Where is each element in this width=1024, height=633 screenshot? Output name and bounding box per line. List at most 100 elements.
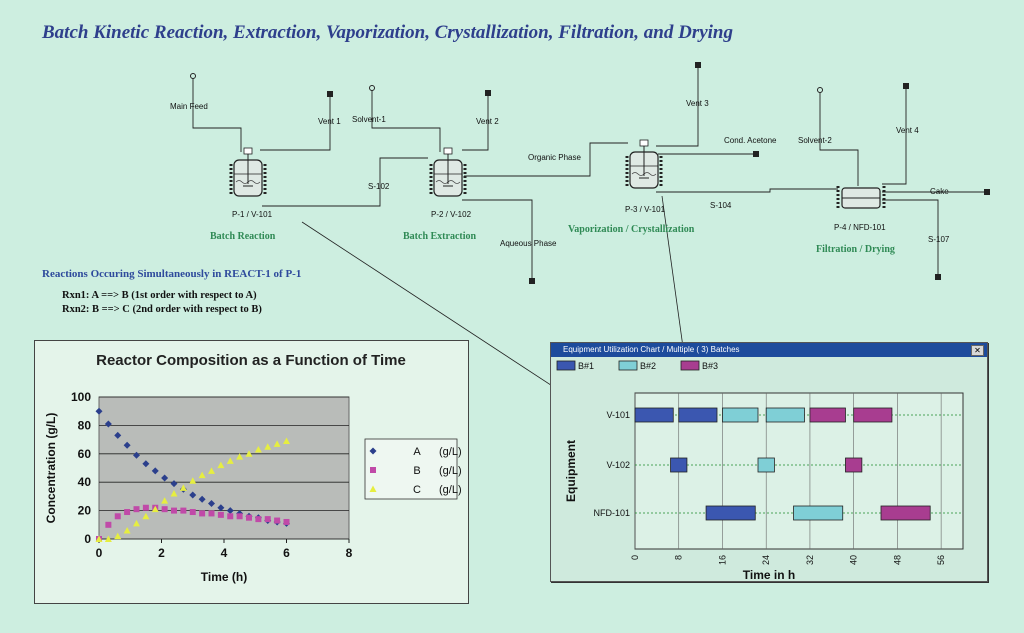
x-tick-label: 0 bbox=[96, 546, 103, 560]
legend-label-c: C bbox=[413, 484, 421, 496]
legend-marker-b bbox=[370, 467, 376, 473]
y-tick-label: 80 bbox=[78, 418, 92, 432]
data-point-a bbox=[95, 407, 103, 415]
stream-label-vent3: Vent 3 bbox=[686, 99, 709, 108]
composition-chart: Reactor Composition as a Function of Tim… bbox=[34, 340, 469, 604]
data-point-b bbox=[217, 511, 224, 518]
x-tick-label: 6 bbox=[283, 546, 290, 560]
gantt-legend-label-3: B#3 bbox=[702, 361, 718, 371]
gantt-x-tick-label: 40 bbox=[849, 555, 859, 565]
data-point-c bbox=[198, 471, 206, 479]
gantt-legend-swatch-2 bbox=[618, 360, 638, 371]
y-tick-label: 0 bbox=[84, 532, 91, 546]
unit-label-p1: P-1 / V-101 bbox=[232, 210, 273, 219]
data-point-b bbox=[208, 510, 215, 517]
section-filtration-drying: Filtration / Drying bbox=[816, 244, 895, 255]
data-point-c bbox=[273, 440, 281, 447]
stream-label-aqueous-phase: Aqueous Phase bbox=[500, 239, 557, 248]
data-point-a bbox=[217, 504, 225, 512]
data-point-b bbox=[161, 506, 168, 513]
gantt-row-label: V-101 bbox=[606, 410, 630, 420]
stream-label-s102: S-102 bbox=[368, 182, 390, 191]
stream-label-cond-acetone: Cond. Acetone bbox=[724, 136, 777, 145]
data-point-c bbox=[95, 535, 103, 542]
gantt-bar-b2 bbox=[765, 407, 805, 423]
data-point-c bbox=[151, 505, 159, 513]
equipment-utilization-window: Equipment Utilization Chart / Multiple (… bbox=[550, 342, 988, 582]
data-point-c bbox=[236, 453, 244, 460]
stream-label-vent2: Vent 2 bbox=[476, 117, 499, 126]
gantt-bar-b1 bbox=[670, 457, 688, 473]
gantt-x-axis-label: Time in h bbox=[743, 568, 795, 581]
crystallizer-p3-icon[interactable] bbox=[625, 138, 663, 190]
gantt-x-tick-label: 48 bbox=[892, 555, 902, 565]
data-point-c bbox=[161, 497, 169, 504]
x-tick-label: 4 bbox=[221, 546, 228, 560]
stream-terminals bbox=[190, 62, 990, 284]
data-point-c bbox=[226, 457, 234, 464]
gantt-bar-b1 bbox=[705, 505, 756, 521]
data-point-a bbox=[133, 451, 140, 459]
data-point-c bbox=[189, 477, 197, 484]
reactor-p1-icon[interactable] bbox=[229, 146, 267, 198]
unit-label-p4: P-4 / NFD-101 bbox=[834, 223, 886, 232]
data-point-b bbox=[124, 509, 131, 516]
data-point-b bbox=[264, 516, 271, 523]
y-tick-label: 20 bbox=[78, 504, 92, 518]
extractor-p2-icon[interactable] bbox=[429, 146, 467, 198]
chart-title: Reactor Composition as a Function of Tim… bbox=[96, 352, 406, 369]
page-title: Batch Kinetic Reaction, Extraction, Vapo… bbox=[42, 22, 733, 43]
legend-unit: (g/L) bbox=[439, 446, 462, 458]
gantt-legend-label-2: B#2 bbox=[640, 361, 656, 371]
gantt-row-label: V-102 bbox=[606, 460, 630, 470]
gantt-x-tick-label: 32 bbox=[805, 555, 815, 565]
stream-label-solvent2: Solvent-2 bbox=[798, 136, 832, 145]
stream-label-s107: S-107 bbox=[928, 235, 950, 244]
data-point-a bbox=[142, 460, 150, 468]
stream-label-organic-phase: Organic Phase bbox=[528, 153, 581, 162]
data-point-c bbox=[170, 490, 178, 497]
gantt-x-tick-label: 0 bbox=[630, 555, 640, 560]
data-point-b bbox=[114, 513, 121, 520]
legend-unit: (g/L) bbox=[439, 484, 462, 496]
data-point-c bbox=[123, 526, 131, 534]
composition-chart-svg: Reactor Composition as a Function of Tim… bbox=[44, 352, 462, 584]
gantt-bar-b1 bbox=[634, 407, 674, 423]
data-point-b bbox=[227, 513, 234, 520]
data-point-b bbox=[274, 517, 281, 524]
data-point-a bbox=[161, 474, 169, 482]
gantt-y-axis-label: Equipment bbox=[564, 440, 578, 502]
data-point-a bbox=[170, 480, 178, 488]
section-batch-extraction: Batch Extraction bbox=[403, 231, 476, 242]
data-point-c bbox=[179, 484, 187, 491]
x-axis-label: Time (h) bbox=[201, 570, 247, 584]
data-point-b bbox=[105, 521, 112, 528]
filter-dryer-p4-icon[interactable] bbox=[836, 186, 886, 210]
data-point-c bbox=[114, 532, 122, 540]
window-titlebar[interactable]: Equipment Utilization Chart / Multiple (… bbox=[551, 343, 987, 357]
gantt-legend-swatch-1 bbox=[556, 360, 576, 371]
gantt-x-tick-label: 56 bbox=[936, 555, 946, 565]
data-point-a bbox=[189, 491, 197, 499]
reaction-2: Rxn2: B ==> C (2nd order with respect to… bbox=[62, 304, 262, 315]
stream-label-s104: S-104 bbox=[710, 201, 732, 210]
gantt-x-tick-label: 24 bbox=[761, 555, 771, 565]
data-point-c bbox=[217, 461, 225, 469]
close-icon[interactable]: ✕ bbox=[971, 345, 984, 356]
gantt-bar-b3 bbox=[880, 505, 931, 521]
stream-label-solvent1: Solvent-1 bbox=[352, 115, 386, 124]
legend-marker-c bbox=[369, 485, 377, 492]
data-point-b bbox=[171, 507, 177, 514]
data-point-c bbox=[208, 467, 215, 474]
x-tick-label: 2 bbox=[158, 546, 165, 560]
gantt-bar-b2 bbox=[722, 407, 759, 423]
data-point-b bbox=[133, 506, 140, 513]
unit-label-p2: P-2 / V-102 bbox=[431, 210, 472, 219]
x-tick-label: 8 bbox=[346, 546, 353, 560]
gantt-row-label: NFD-101 bbox=[593, 508, 630, 518]
gantt-bar-b3 bbox=[845, 457, 863, 473]
gantt-bar-b3 bbox=[853, 407, 893, 423]
reaction-1: Rxn1: A ==> B (1st order with respect to… bbox=[62, 290, 257, 301]
